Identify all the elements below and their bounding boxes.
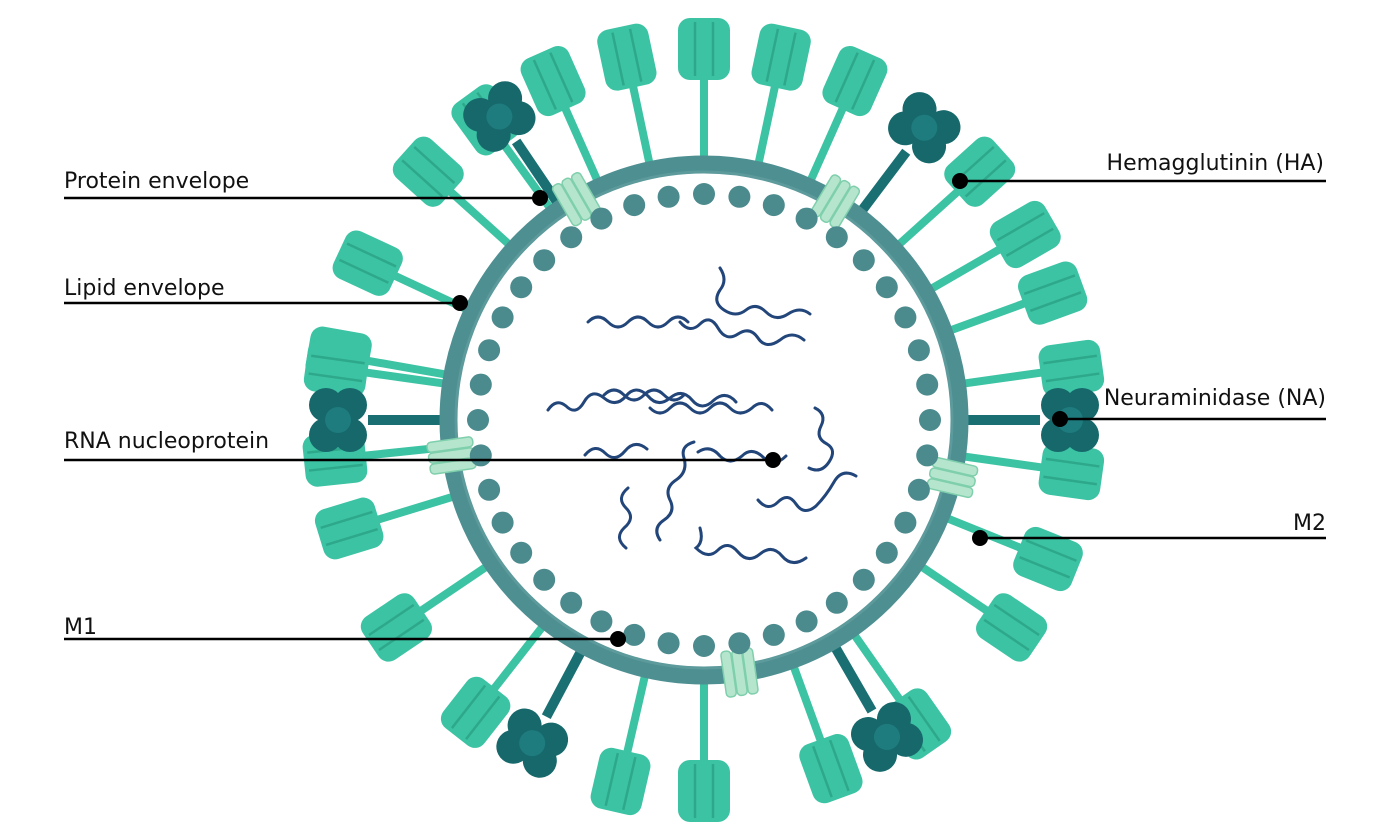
m2-ion-channel-icon bbox=[719, 646, 760, 699]
m1-matrix-protein-icon bbox=[478, 339, 501, 362]
neuraminidase-label: Neuraminidase (NA) bbox=[1103, 386, 1326, 411]
m1-pointer-dot bbox=[610, 631, 626, 647]
m1-matrix-protein-icon bbox=[510, 541, 533, 564]
m1-matrix-protein-icon bbox=[510, 276, 533, 299]
hemagglutinin-spike-icon bbox=[586, 670, 672, 819]
m1-matrix-protein-icon bbox=[478, 478, 501, 501]
rna-strand-icon bbox=[655, 440, 696, 542]
lipid-envelope-label: Lipid envelope bbox=[64, 276, 225, 301]
rna-strand-icon bbox=[546, 388, 738, 412]
m1-matrix-protein-icon bbox=[560, 226, 583, 249]
hemagglutinin-pointer-dot bbox=[952, 173, 968, 189]
m1-matrix-protein-icon bbox=[795, 207, 818, 230]
m1-matrix-layer bbox=[467, 183, 941, 657]
m1-matrix-protein-icon bbox=[894, 511, 917, 534]
rna-nucleoprotein-strands bbox=[546, 266, 858, 564]
leader-lines bbox=[64, 173, 1326, 647]
m1-label: M1 bbox=[64, 615, 97, 640]
m1-matrix-protein-icon bbox=[728, 632, 751, 655]
surface-proteins bbox=[300, 16, 1107, 824]
m1-matrix-protein-icon bbox=[590, 610, 613, 633]
m1-matrix-protein-icon bbox=[469, 444, 492, 467]
m1-matrix-protein-icon bbox=[693, 183, 715, 205]
m1-matrix-protein-icon bbox=[825, 591, 848, 614]
rna-strand-icon bbox=[602, 388, 686, 402]
rna-strand-icon bbox=[586, 315, 690, 329]
m2-ion-channel-icon bbox=[425, 435, 478, 476]
hemagglutinin-spike-icon bbox=[676, 16, 732, 158]
m1-matrix-protein-icon bbox=[693, 635, 715, 657]
rna-strand-icon bbox=[583, 443, 649, 459]
rna-strand-icon bbox=[807, 406, 834, 472]
m1-matrix-protein-icon bbox=[894, 306, 917, 329]
m1-matrix-protein-icon bbox=[852, 568, 875, 591]
m1-matrix-protein-icon bbox=[657, 185, 680, 208]
rna-strand-icon bbox=[648, 401, 774, 415]
m1-matrix-protein-icon bbox=[852, 249, 875, 272]
rna-strand-icon bbox=[618, 486, 632, 550]
m1-matrix-protein-icon bbox=[491, 306, 514, 329]
m1-matrix-protein-icon bbox=[533, 568, 556, 591]
hemagglutinin-spike-icon bbox=[676, 682, 732, 824]
lipid-envelope bbox=[439, 155, 969, 685]
hemagglutinin-spike-icon bbox=[937, 493, 1088, 596]
neuraminidase-pointer-dot bbox=[1052, 411, 1068, 427]
lipid-envelope-pointer-dot bbox=[452, 295, 468, 311]
neuraminidase-spike-icon bbox=[309, 388, 440, 452]
rna-strand-icon bbox=[756, 471, 858, 512]
m1-matrix-protein-icon bbox=[560, 591, 583, 614]
m1-matrix-protein-icon bbox=[491, 511, 514, 534]
hemagglutinin-label: Hemagglutinin (HA) bbox=[1106, 151, 1324, 176]
m1-matrix-protein-icon bbox=[728, 185, 751, 208]
m1-matrix-protein-icon bbox=[875, 276, 898, 299]
hemagglutinin-spike-icon bbox=[593, 20, 676, 169]
m1-matrix-protein-icon bbox=[825, 226, 848, 249]
rna-nucleoprotein-pointer-dot bbox=[765, 452, 781, 468]
m1-matrix-protein-icon bbox=[916, 444, 939, 467]
protein-envelope-pointer-dot bbox=[532, 190, 548, 206]
m1-matrix-protein-icon bbox=[907, 339, 930, 362]
hemagglutinin-spike-icon bbox=[354, 544, 501, 668]
m1-matrix-protein-icon bbox=[907, 478, 930, 501]
rna-strand-icon bbox=[678, 318, 806, 346]
m1-matrix-protein-icon bbox=[623, 194, 646, 217]
m2-label: M2 bbox=[1293, 511, 1326, 536]
m1-matrix-protein-icon bbox=[467, 409, 489, 431]
lipid-envelope-inner-line bbox=[454, 170, 954, 670]
protein-envelope-label: Protein envelope bbox=[64, 169, 250, 194]
hemagglutinin-spike-icon bbox=[327, 225, 477, 334]
m1-matrix-protein-icon bbox=[533, 249, 556, 272]
rna-strand-icon bbox=[693, 526, 808, 564]
m1-matrix-protein-icon bbox=[875, 541, 898, 564]
m1-matrix-protein-icon bbox=[916, 373, 939, 396]
hemagglutinin-spike-icon bbox=[310, 471, 461, 564]
m2-pointer-dot bbox=[972, 530, 988, 546]
m1-matrix-protein-icon bbox=[762, 194, 785, 217]
m1-matrix-protein-icon bbox=[590, 207, 613, 230]
hemagglutinin-spike-icon bbox=[732, 20, 815, 169]
m1-matrix-protein-icon bbox=[623, 623, 646, 646]
m1-matrix-protein-icon bbox=[657, 632, 680, 655]
m1-matrix-protein-icon bbox=[919, 409, 941, 431]
m1-matrix-protein-icon bbox=[762, 623, 785, 646]
rna-strand-icon bbox=[715, 266, 812, 319]
m1-matrix-protein-icon bbox=[795, 610, 818, 633]
m1-matrix-protein-icon bbox=[469, 373, 492, 396]
rna-nucleoprotein-label: RNA nucleoprotein bbox=[64, 429, 270, 454]
